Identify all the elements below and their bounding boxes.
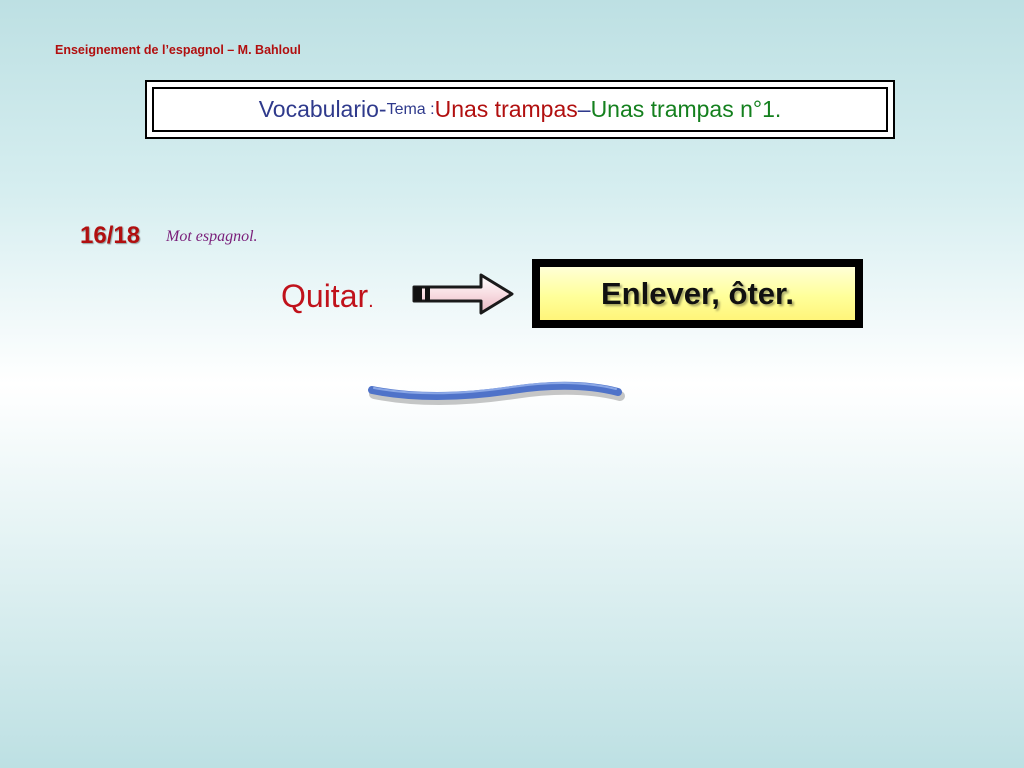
spanish-word: Quitar. [281,278,374,315]
author-credit: Enseignement de l’espagnol – M. Bahloul [55,43,301,57]
title-dash: - [378,96,387,122]
right-arrow-icon [412,273,514,315]
answer-box: Enlever, ôter. [532,259,863,328]
title-subtheme: Unas trampas n°1. [590,96,782,122]
title-vocab: Vocabulario [258,96,379,122]
spanish-word-text: Quitar [281,278,369,314]
title-frame: Vocabulario - Tema : Unas trampas – Unas… [145,80,895,139]
brush-stroke-decoration [368,381,625,406]
title-tema: Tema : [386,100,435,118]
title-separator: – [577,96,591,122]
slide-counter: 16/18 [80,222,141,249]
answer-inner: Enlever, ôter. [540,267,855,320]
caption: Mot espagnol. [166,228,258,245]
title-line: Vocabulario - Tema : Unas trampas – Unas… [152,87,888,132]
translation-text: Enlever, ôter. [601,275,794,311]
spanish-word-dot: . [368,290,374,312]
title-theme: Unas trampas [434,96,578,122]
